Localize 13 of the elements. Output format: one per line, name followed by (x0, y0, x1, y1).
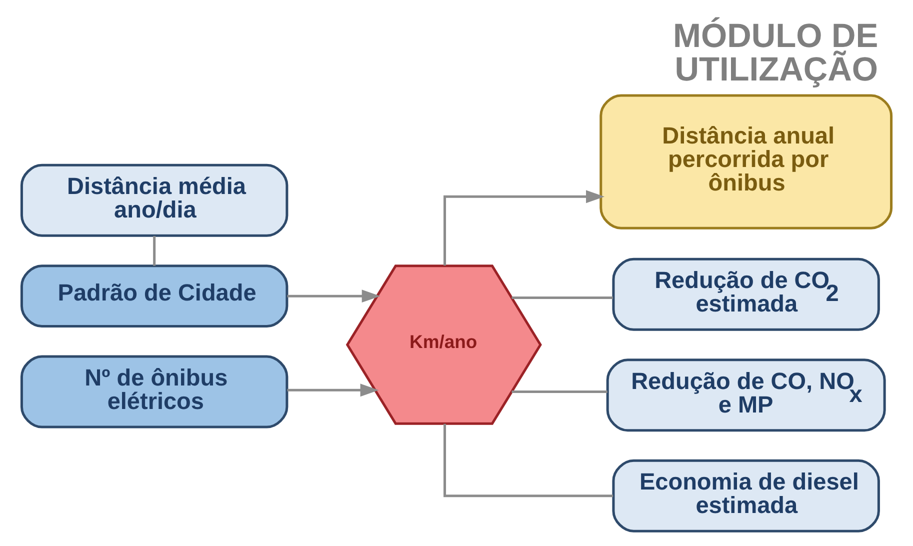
node-box: Distância anual percorrida por ônibus (600, 94, 893, 230)
node-box: Nº de ônibus elétricos (20, 355, 288, 428)
diagram-title: MÓDULO DE UTILIZAÇÃO (673, 18, 878, 88)
connector (512, 296, 613, 300)
connector (153, 236, 156, 266)
node-box: Padrão de Cidade (20, 264, 288, 328)
arrow (287, 384, 379, 397)
arrow (287, 290, 380, 303)
node-box: Distância média ano/dia (20, 164, 288, 237)
connector (444, 424, 614, 498)
connector (512, 390, 608, 394)
node-box: Economia de diesel estimada (612, 459, 880, 532)
arrow (444, 190, 605, 266)
